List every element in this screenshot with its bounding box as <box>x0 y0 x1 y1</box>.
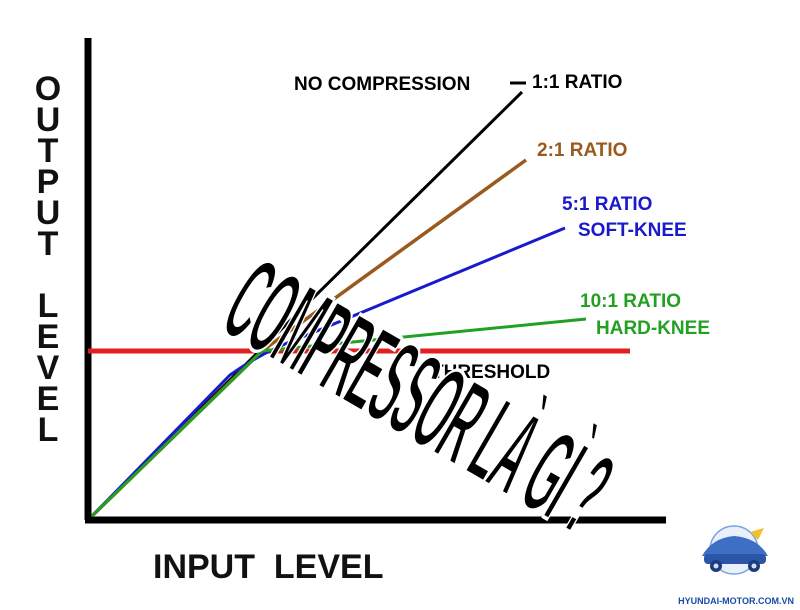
y-axis-letter: L <box>37 287 59 325</box>
y-axis-letter: E <box>36 380 60 418</box>
label-no-compression: NO COMPRESSION <box>294 74 470 95</box>
watermark-logo-icon <box>702 525 768 575</box>
label-soft-knee: SOFT-KNEE <box>578 220 687 241</box>
y-axis-letter: E <box>36 318 60 356</box>
y-axis-letter: V <box>36 349 60 387</box>
label-hard-knee: HARD-KNEE <box>596 318 710 339</box>
label-2-1-ratio: 2:1 RATIO <box>537 140 627 161</box>
y-axis-letter: L <box>37 411 59 449</box>
y-axis-letter: T <box>37 132 59 170</box>
curve-5-1-soft-knee <box>90 226 566 518</box>
y-axis-letter: P <box>36 163 60 201</box>
label-10-1-ratio: 10:1 RATIO <box>580 291 681 312</box>
label-threshold: THRESHOLD <box>432 362 550 383</box>
label-5-1-ratio: 5:1 RATIO <box>562 194 652 215</box>
label-1-1-ratio: 1:1 RATIO <box>532 72 622 93</box>
y-axis-letter: U <box>35 194 61 232</box>
x-axis-title: INPUT LEVEL <box>153 548 383 586</box>
watermark-text: HYUNDAI-MOTOR.COM.VN <box>678 596 794 606</box>
y-axis-letter: O <box>34 70 62 108</box>
y-axis-letter: U <box>35 101 61 139</box>
curve-10-1-hard-knee <box>90 317 587 518</box>
y-axis-letter: T <box>37 225 59 263</box>
